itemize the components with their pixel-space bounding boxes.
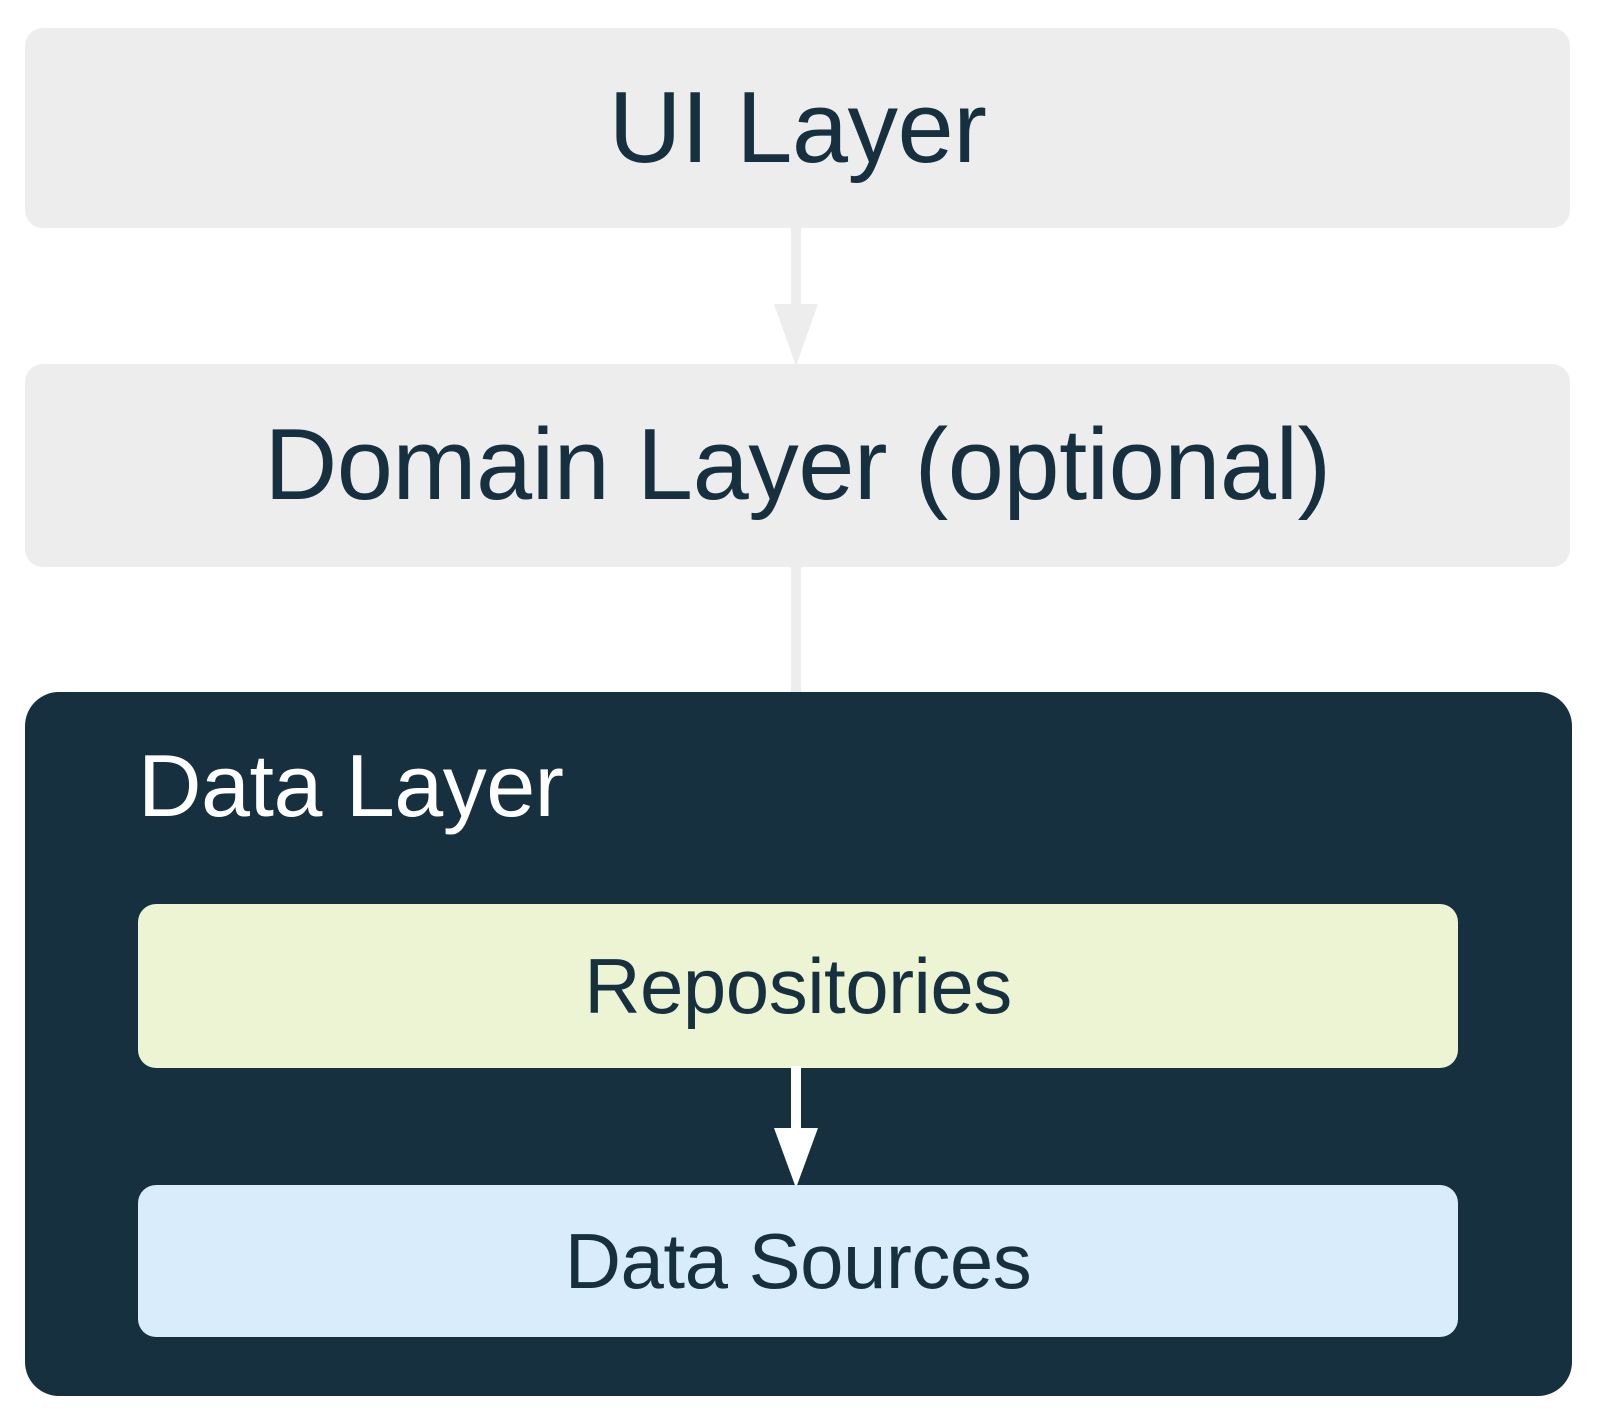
data-sources-box: Data Sources: [138, 1185, 1458, 1337]
repositories-label: Repositories: [584, 942, 1012, 1030]
domain-layer-label: Domain Layer (optional): [264, 409, 1331, 521]
data-layer-label: Data Layer: [138, 736, 564, 835]
domain-layer-box: Domain Layer (optional): [25, 364, 1570, 567]
arrow-repositories-to-data-sources-icon: [774, 1066, 818, 1188]
ui-layer-label: UI Layer: [608, 71, 987, 184]
arrow-ui-to-domain-icon: [774, 226, 818, 366]
data-sources-label: Data Sources: [564, 1217, 1032, 1305]
repositories-box: Repositories: [138, 904, 1458, 1068]
ui-layer-box: UI Layer: [25, 28, 1570, 228]
